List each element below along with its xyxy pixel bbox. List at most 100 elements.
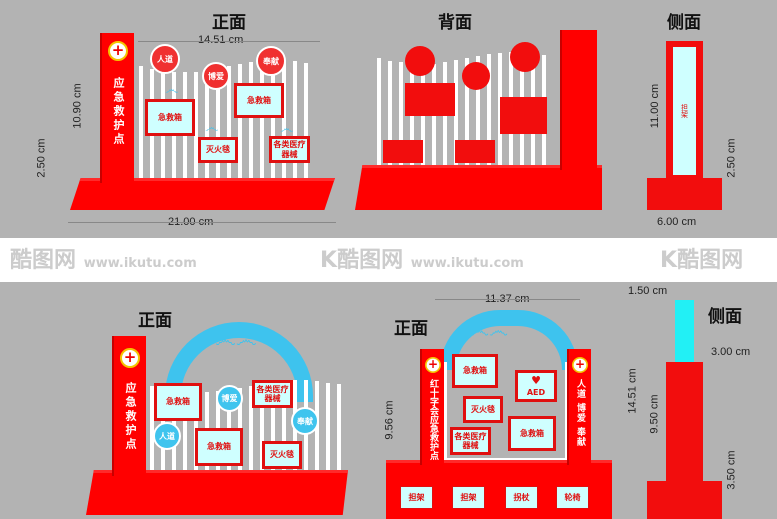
aed-box: ♥AED <box>515 370 557 402</box>
fence-slat <box>377 58 381 170</box>
fence-slat <box>216 68 220 178</box>
red-post <box>560 30 597 170</box>
left-post: + 红十字会应急救护点 <box>420 349 444 465</box>
fence-slat <box>410 63 414 170</box>
side-body <box>666 362 703 482</box>
side-width-dim: 3.00 cm <box>711 346 751 358</box>
cloud-ornament-icon: ෴ <box>165 82 179 98</box>
fence-slat <box>432 63 436 170</box>
fence-slat <box>465 58 469 170</box>
fence-slat <box>399 62 403 170</box>
panel-back <box>383 140 423 163</box>
cloud-ornament-icon: ෴ <box>205 120 219 136</box>
top-front-base-dim: 2.50 cm <box>35 138 48 178</box>
first-aid-box: 急救箱 <box>195 428 243 466</box>
circle-back <box>462 62 490 90</box>
circle-badge: 人道 <box>153 422 181 450</box>
fence-slat <box>326 382 330 473</box>
watermark-brand: 酷图网 <box>10 248 77 273</box>
top-front-width-dim: 14.51 cm <box>198 34 244 46</box>
top-front-title: 正面 <box>212 13 246 33</box>
drawer: 轮椅 <box>556 486 589 509</box>
watermark-url: www.ikutu.com <box>83 256 197 271</box>
fence-slat <box>421 63 425 170</box>
bottom-front1-title: 正面 <box>138 311 172 331</box>
right-post: + 人道 博爱 奉献 <box>567 349 591 465</box>
side-body-height-dim: 9.50 cm <box>648 394 661 434</box>
fence-slat <box>271 60 275 178</box>
medical-equipment-box: 各类医疗器械 <box>450 427 491 455</box>
fire-blanket-box: 灭火毯 <box>198 137 238 163</box>
watermark-band: 酷图网 www.ikutu.com K酷图网 www.ikutu.com K酷图… <box>0 238 777 282</box>
red-post: + 应急救护点 <box>100 33 134 183</box>
red-cross-icon: + <box>425 357 441 373</box>
top-back-title: 背面 <box>438 13 472 33</box>
right-post-text: 人道 博爱 奉献 <box>575 379 585 448</box>
left-post-text: 红十字会应急救护点 <box>428 379 438 460</box>
side-width-dim: 6.00 cm <box>657 216 697 228</box>
fence-slat <box>388 60 392 170</box>
side-height-dim: 11.00 cm <box>649 83 662 129</box>
circle-badge: 博爱 <box>202 62 230 90</box>
circle-back <box>510 42 540 72</box>
first-aid-box: 急救箱 <box>508 416 556 451</box>
fence-slat <box>443 62 447 170</box>
fire-blanket-box: 灭火毯 <box>262 441 302 469</box>
side-base <box>647 178 722 210</box>
medical-equipment-box: 各类医疗器械 <box>252 380 293 408</box>
fence-slat <box>194 71 198 178</box>
aed-label: AED <box>526 387 546 397</box>
red-post: + 应急救护点 <box>112 336 146 476</box>
side-frame: 担架 <box>666 41 703 179</box>
fire-blanket-box: 灭火毯 <box>463 396 503 423</box>
first-aid-box: 急救箱 <box>154 383 202 421</box>
drawer: 拐杖 <box>505 486 538 509</box>
red-cross-icon: + <box>108 41 128 61</box>
top-front-height-dim: 10.90 cm <box>71 83 84 129</box>
fence-slat <box>476 55 480 170</box>
panel-back <box>500 97 547 134</box>
base <box>355 165 602 210</box>
fence-slat <box>183 391 187 473</box>
drawer: 担架 <box>400 486 433 509</box>
circle-back <box>405 46 435 76</box>
fence-slat <box>454 60 458 170</box>
fence-slat <box>282 380 286 473</box>
watermark-brand: 酷图网 <box>677 248 744 273</box>
post-text: 应急救护点 <box>124 382 137 452</box>
base <box>70 178 335 210</box>
fence-slat <box>150 386 154 473</box>
side-top-acrylic <box>675 300 694 363</box>
circle-badge: 奉献 <box>256 46 286 76</box>
side-panel-label: 担架 <box>680 104 689 118</box>
fence-slat <box>249 62 253 178</box>
fence-slat <box>205 70 209 178</box>
red-cross-icon: + <box>572 357 588 373</box>
fence-slat <box>249 385 253 473</box>
fence-slat <box>282 60 286 178</box>
cloud-ornament-icon: ෴ <box>280 121 294 137</box>
cloud-ornament-icon: ෴෴ <box>215 328 257 353</box>
circle-badge: 博爱 <box>216 385 243 412</box>
panel-back <box>405 83 455 116</box>
fence-slat <box>139 66 143 178</box>
fence-slat <box>227 66 231 178</box>
first-aid-box: 急救箱 <box>452 354 498 388</box>
fence-slat <box>293 61 297 178</box>
fence-slat <box>487 54 491 170</box>
top-side-title: 侧面 <box>667 13 701 33</box>
fence-slat <box>271 381 275 473</box>
side-total-height-dim: 14.51 cm <box>626 368 639 414</box>
fence-slat <box>260 383 264 473</box>
watermark-url: www.ikutu.com <box>410 256 524 271</box>
panel-back <box>455 140 495 163</box>
cloud-ornament-icon: ෴෴ <box>470 318 508 342</box>
front2-height-dim: 9.56 cm <box>383 400 396 440</box>
side-base <box>647 481 722 519</box>
medical-equipment-box: 各类医疗器械 <box>269 136 310 163</box>
fence-slat <box>260 60 264 178</box>
side-base-dim: 3.50 cm <box>725 450 738 490</box>
post-text: 应急救护点 <box>112 77 125 147</box>
drawer: 担架 <box>452 486 485 509</box>
side-top-dim: 1.50 cm <box>628 285 668 297</box>
